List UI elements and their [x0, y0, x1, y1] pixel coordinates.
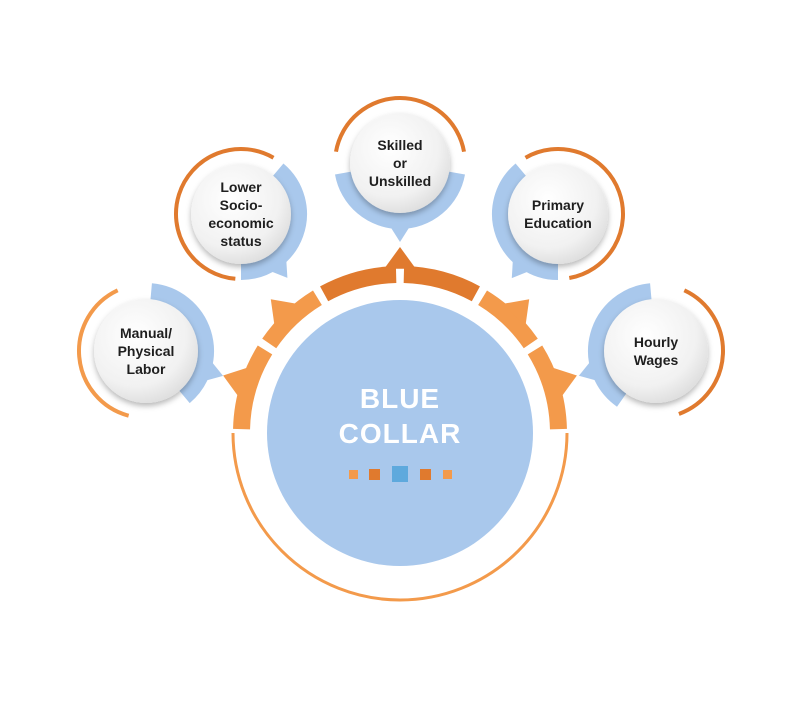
node-label-line: economic	[208, 215, 274, 231]
node-label-line: Socio-	[220, 197, 263, 213]
center-title-line1: BLUE	[360, 383, 440, 414]
arc-segment	[478, 290, 538, 349]
node-pointer	[578, 347, 615, 386]
node-label-line: Education	[524, 215, 592, 231]
outer-ring-lower	[231, 432, 569, 602]
node-label-line: Lower	[220, 179, 262, 195]
center-circle	[267, 300, 533, 566]
node-orange-ring	[174, 147, 275, 281]
node-label-line: Physical	[118, 343, 175, 359]
arc-pointer	[502, 299, 530, 326]
node-orange-ring	[334, 96, 466, 153]
node-bubble	[508, 164, 608, 264]
node-pointer	[380, 211, 420, 242]
node-label-line: Primary	[532, 197, 584, 213]
node-label-line: Hourly	[634, 334, 679, 350]
arc-segment	[233, 345, 273, 430]
node-orange-ring	[77, 288, 130, 418]
arc-segment	[403, 266, 480, 302]
arc-segment	[262, 290, 322, 349]
segmented-arc	[233, 266, 567, 430]
node-label-line: Manual/	[120, 325, 172, 341]
decorative-squares	[349, 466, 452, 482]
node-label-line: Wages	[634, 352, 679, 368]
node-label-line: status	[220, 233, 261, 249]
node-label-line: Unskilled	[369, 173, 431, 189]
node-blue-band	[240, 163, 307, 280]
node-bubble	[191, 164, 291, 264]
arc-pointer	[551, 367, 577, 398]
center-title-line2: COLLAR	[339, 418, 462, 449]
node-blue-band	[492, 163, 559, 280]
node-label-line: or	[393, 155, 408, 171]
node-pointer	[253, 241, 288, 278]
arc-pointer	[223, 367, 249, 398]
node-orange-ring	[524, 147, 625, 280]
deco-square-3	[392, 466, 408, 482]
node-label-line: Skilled	[377, 137, 422, 153]
node-bubble	[350, 113, 450, 213]
node-orange-ring	[678, 288, 725, 416]
arc-pointer	[384, 247, 416, 269]
deco-square-1	[349, 470, 358, 479]
deco-square-4	[420, 469, 431, 480]
arc-segment	[527, 345, 567, 430]
deco-square-5	[443, 470, 452, 479]
arc-pointer	[270, 299, 298, 326]
node-bubble	[94, 299, 198, 403]
deco-square-2	[369, 469, 380, 480]
node-pointer	[187, 347, 224, 386]
node-label-line: Labor	[127, 361, 166, 377]
node-blue-band	[588, 283, 653, 407]
node-pointer	[511, 241, 546, 279]
node-bubble	[604, 299, 708, 403]
arc-pointers	[223, 247, 577, 398]
arc-segment	[320, 266, 397, 302]
